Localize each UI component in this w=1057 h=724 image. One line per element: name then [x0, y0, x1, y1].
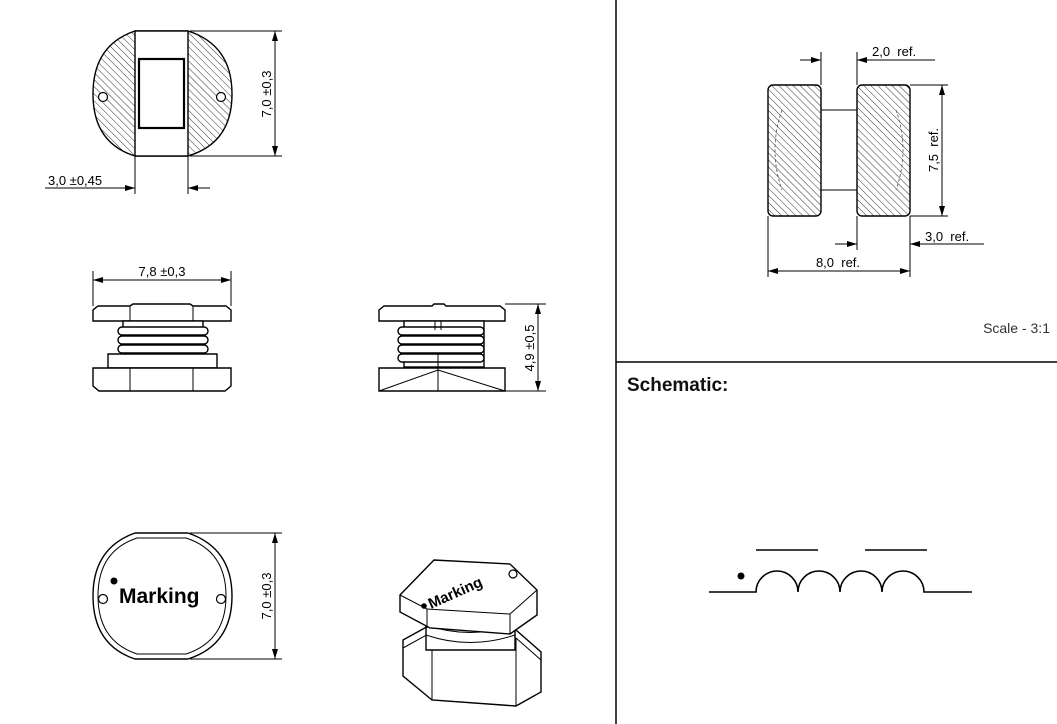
marking-view: Marking 7,0 ±0,3 [92, 532, 282, 660]
pad-right [856, 84, 911, 217]
pad-gap-dim: 2,0 ref. [872, 44, 916, 59]
front-view: 7,8 ±0,3 [92, 264, 232, 392]
pad-width-dim: 3,0 ref. [925, 229, 969, 244]
polarity-dot [110, 577, 118, 585]
schematic-polarity-dot [737, 572, 745, 580]
top-view-notch-right [215, 91, 227, 103]
top-view-notch-left [97, 91, 109, 103]
inductor-coil [709, 570, 972, 593]
pad-left [767, 84, 822, 217]
pad-total-width-dim: 8,0 ref. [816, 255, 860, 270]
marking-view-outline [92, 532, 233, 660]
scale-label: Scale - 3:1 [983, 320, 1050, 336]
side-view: 4,9 ±0,5 [378, 303, 546, 392]
marking-label: Marking [119, 585, 200, 608]
side-view-height-dim: 4,9 ±0,5 [522, 325, 537, 372]
side-view-winding [397, 326, 485, 363]
top-view-height-dim: 7,0 ±0,3 [259, 71, 274, 118]
schematic: Schematic: [627, 375, 972, 593]
schematic-heading: Schematic: [627, 375, 728, 396]
pad-layout: 2,0 ref. 7,5 ref. 3,0 ref. 8,0 ref. Scal… [767, 44, 1050, 336]
pad-height-dim: 7,5 ref. [926, 128, 941, 172]
top-view-width-dim: 3,0 ±0,45 [48, 173, 102, 188]
marking-view-height-dim: 7,0 ±0,3 [259, 573, 274, 620]
isometric-view: Marking [399, 559, 542, 707]
top-view-winding-window [137, 57, 186, 130]
front-view-width-dim: 7,8 ±0,3 [139, 264, 186, 279]
top-view: 7,0 ±0,3 3,0 ±0,45 [45, 30, 282, 194]
